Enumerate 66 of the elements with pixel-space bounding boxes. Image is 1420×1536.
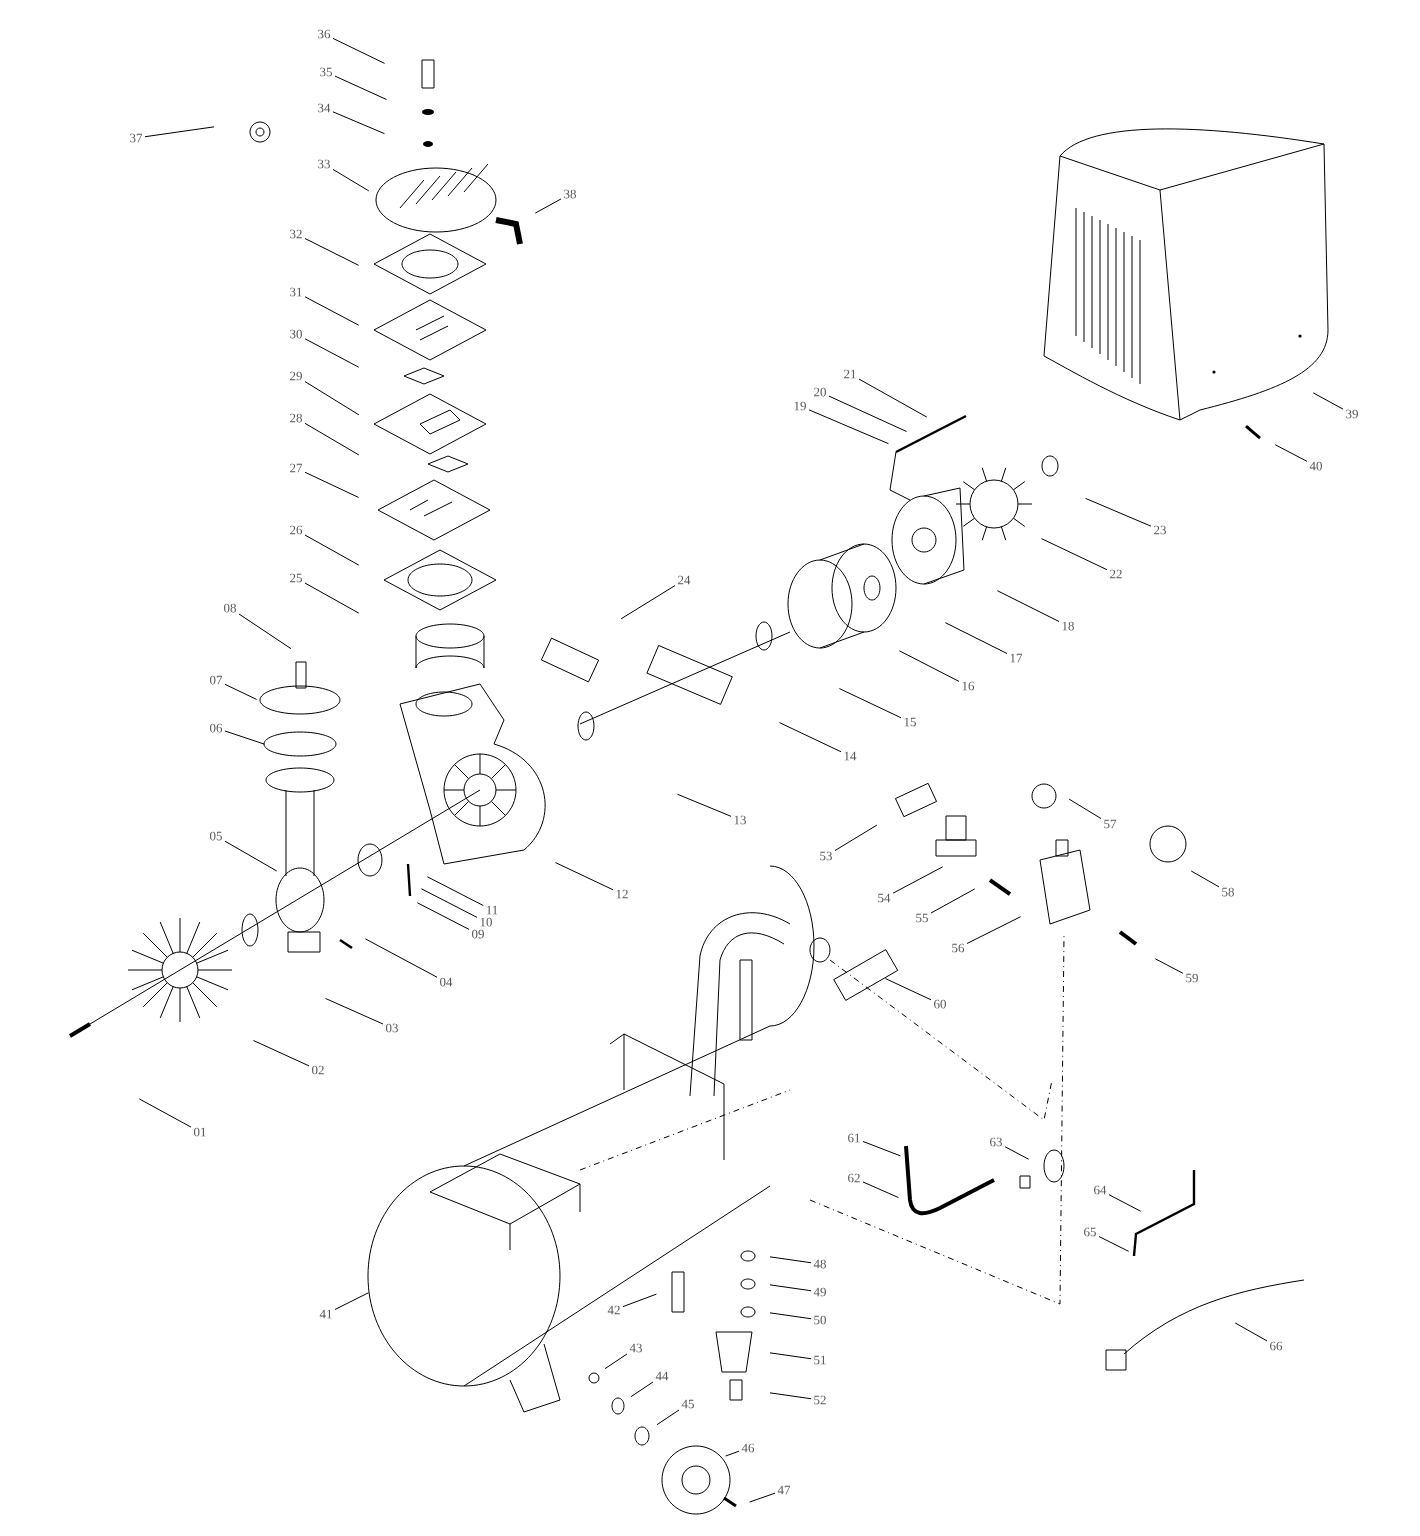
leader-line [769, 1256, 812, 1264]
leader-line [426, 876, 484, 906]
leader-line [944, 622, 1008, 655]
leader-line [930, 888, 976, 914]
leader-line [769, 1312, 812, 1320]
leader-line [325, 997, 384, 1025]
leader-line [778, 722, 842, 753]
leader-line [862, 1140, 901, 1157]
leader-line [677, 793, 732, 817]
leader-line [416, 902, 470, 930]
leader-line [332, 111, 385, 135]
leader-line [898, 650, 960, 682]
leader-line [656, 1409, 680, 1426]
leader-line [304, 471, 360, 498]
leader-line [620, 585, 676, 620]
leader-line [1085, 497, 1152, 527]
leader-line [224, 840, 278, 872]
leader-line [834, 824, 878, 852]
leader-line [725, 1450, 740, 1457]
leader-line [1190, 870, 1220, 888]
leader-line [622, 1293, 657, 1308]
leader-line [534, 198, 562, 214]
leader-line [304, 296, 360, 326]
leader-line [1098, 1236, 1130, 1252]
leader-line [1004, 1146, 1030, 1160]
leader-line [1274, 444, 1308, 462]
leader-line [334, 75, 388, 101]
leader-line [884, 978, 932, 1001]
leader-line [304, 238, 360, 266]
leader-line [252, 1040, 310, 1067]
leader-line [1234, 1322, 1268, 1342]
leader-line [138, 1098, 192, 1128]
leader-line [1040, 538, 1108, 571]
leader-line [554, 862, 614, 891]
leader-line [332, 168, 370, 192]
leader-line [364, 938, 438, 978]
leader-line [304, 582, 360, 614]
leader-line [630, 1381, 654, 1398]
leader-line [304, 422, 360, 456]
leader-line [808, 409, 889, 445]
leader-line [838, 688, 902, 719]
leader-line [332, 37, 386, 64]
leader-line [420, 888, 478, 918]
leader-line [892, 866, 944, 894]
leader-line [769, 1352, 812, 1360]
leader-line [304, 381, 360, 416]
leader-line [334, 1292, 370, 1310]
leader-line [1312, 392, 1344, 410]
leader-line [828, 395, 908, 432]
leader-line [224, 683, 258, 700]
leader-line [144, 126, 215, 138]
leader-line [769, 1392, 812, 1400]
leader-line [604, 1353, 628, 1370]
leader-line [862, 1181, 899, 1199]
leader-line [749, 1492, 776, 1503]
leader-line [224, 730, 265, 745]
leader-line [996, 590, 1060, 623]
leader-line [238, 613, 292, 650]
leader-line [966, 916, 1022, 944]
leader-line [1154, 958, 1184, 974]
leader-line [769, 1284, 812, 1292]
leader-line [304, 338, 360, 368]
leader-line [1108, 1194, 1142, 1212]
leader-line [304, 534, 360, 566]
leader-line [858, 378, 928, 418]
leader-line [1068, 798, 1102, 820]
